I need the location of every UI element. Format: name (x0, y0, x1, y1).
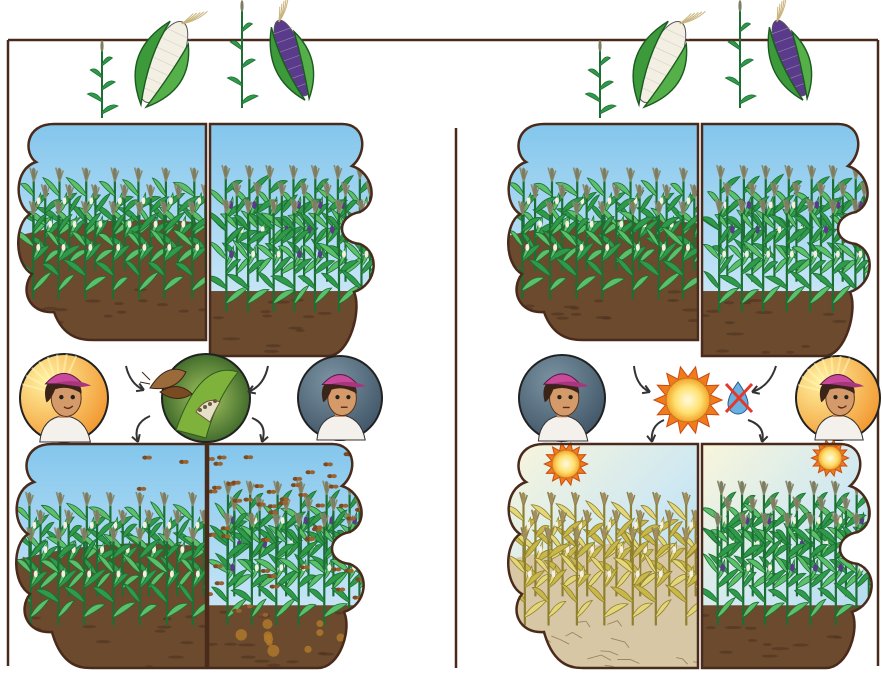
happy-farmer-icon (20, 354, 108, 442)
purple-corn-drought-panel (682, 434, 882, 676)
corn-icons-right (585, 0, 822, 118)
worried-farmer-icon (519, 355, 605, 441)
moth-icon (352, 478, 362, 482)
middle-row (20, 354, 880, 442)
field-panels (0, 114, 882, 676)
curved-arrow-icon (248, 366, 268, 393)
curved-arrow-icon (634, 366, 650, 393)
corn-icons-left (87, 0, 324, 118)
purple-corn-ear-icon (751, 0, 822, 106)
corn-plant-icon (585, 40, 616, 118)
white-corn-field-panel (0, 114, 236, 360)
white-corn-field-panel (484, 114, 728, 360)
purple-corn-ear-icon (253, 0, 324, 106)
curved-arrow-icon (647, 420, 664, 442)
curved-arrow-icon (752, 366, 776, 394)
purple-corn-field-panel (682, 114, 882, 376)
white-corn-ear-icon (120, 0, 212, 116)
white-corn-ear-icon (618, 0, 710, 116)
no-water-icon (726, 382, 752, 414)
white-corn-pest-panel (0, 434, 236, 676)
purple-corn-field-panel (190, 114, 402, 376)
corn-plant-icon (87, 40, 118, 118)
corn-plant-icon (725, 0, 756, 108)
corn-plant-icon (227, 0, 258, 108)
happy-farmer-icon (796, 356, 880, 440)
curved-arrow-icon (252, 418, 268, 442)
curved-arrow-icon (748, 420, 768, 442)
purple-corn-infested-panel (188, 434, 392, 676)
worried-farmer-icon (298, 356, 382, 440)
white-corn-drought-panel (484, 434, 728, 676)
curved-arrow-icon (132, 416, 150, 442)
curved-arrow-icon (126, 366, 144, 391)
sun-icon (654, 367, 722, 433)
moth-icon (347, 613, 357, 617)
